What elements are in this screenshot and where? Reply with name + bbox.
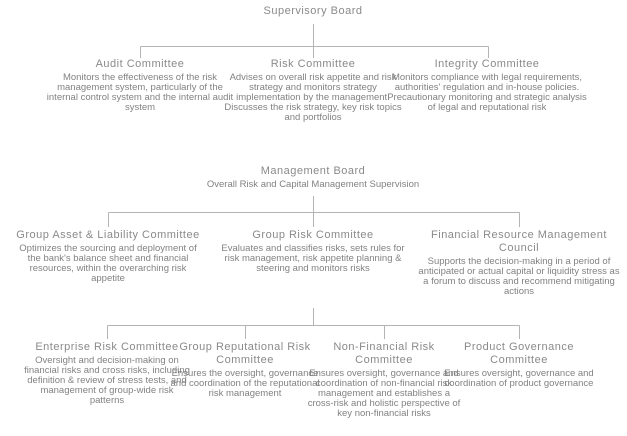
- product-governance-committee-description: Ensures oversight, governance and coordi…: [444, 368, 594, 389]
- node-supervisory-board: Supervisory Board: [228, 5, 398, 18]
- node-product-governance-committee: Product Governance Committee Ensures ove…: [439, 341, 599, 389]
- node-group-risk-committee: Group Risk Committee Evaluates and class…: [215, 229, 411, 274]
- integrity-committee-title: Integrity Committee: [434, 58, 540, 70]
- non-financial-risk-committee-description: Ensures oversight, governance and coordi…: [307, 368, 461, 419]
- financial-resource-management-council-title: Financial Resource Management Council: [431, 229, 607, 254]
- node-financial-resource-management-council: Financial Resource Management Council Su…: [417, 229, 621, 297]
- financial-resource-management-council-description: Supports the decision-making in a period…: [418, 256, 620, 297]
- group-asset-liability-committee-description: Optimizes the sourcing and deployment of…: [19, 243, 197, 284]
- node-non-financial-risk-committee: Non-Financial Risk Committee Ensures ove…: [306, 341, 462, 419]
- product-governance-committee-title: Product Governance Committee: [464, 341, 574, 366]
- group-risk-committee-title: Group Risk Committee: [252, 229, 374, 241]
- node-group-asset-liability-committee: Group Asset & Liability Committee Optimi…: [14, 229, 202, 284]
- enterprise-risk-committee-title: Enterprise Risk Committee: [35, 341, 179, 353]
- group-risk-committee-description: Evaluates and classifies risks, sets rul…: [221, 243, 405, 274]
- node-integrity-committee: Integrity Committee Monitors compliance …: [383, 58, 591, 113]
- node-enterprise-risk-committee: Enterprise Risk Committee Oversight and …: [23, 341, 191, 406]
- group-reputational-risk-committee-title: Group Reputational Risk Committee: [179, 341, 311, 366]
- node-management-board: Management Board Overall Risk and Capita…: [163, 165, 463, 190]
- node-group-reputational-risk-committee: Group Reputational Risk Committee Ensure…: [166, 341, 324, 399]
- integrity-committee-description: Monitors compliance with legal requireme…: [387, 72, 587, 113]
- risk-committee-description: Advises on overall risk appetite and ris…: [224, 72, 402, 123]
- risk-committee-title: Risk Committee: [270, 58, 356, 70]
- node-risk-committee: Risk Committee Advises on overall risk a…: [218, 58, 408, 123]
- audit-committee-description: Monitors the effectiveness of the risk m…: [46, 72, 234, 113]
- enterprise-risk-committee-description: Oversight and decision-making on financi…: [24, 355, 190, 406]
- management-board-title: Management Board: [260, 165, 366, 177]
- group-reputational-risk-committee-description: Ensures the oversight, governance and co…: [170, 368, 320, 399]
- audit-committee-title: Audit Committee: [95, 58, 185, 70]
- node-audit-committee: Audit Committee Monitors the effectivene…: [42, 58, 238, 113]
- supervisory-board-title: Supervisory Board: [263, 5, 363, 17]
- group-asset-liability-committee-title: Group Asset & Liability Committee: [16, 229, 200, 241]
- non-financial-risk-committee-title: Non-Financial Risk Committee: [333, 341, 435, 366]
- management-board-subtitle: Overall Risk and Capital Management Supe…: [206, 179, 420, 190]
